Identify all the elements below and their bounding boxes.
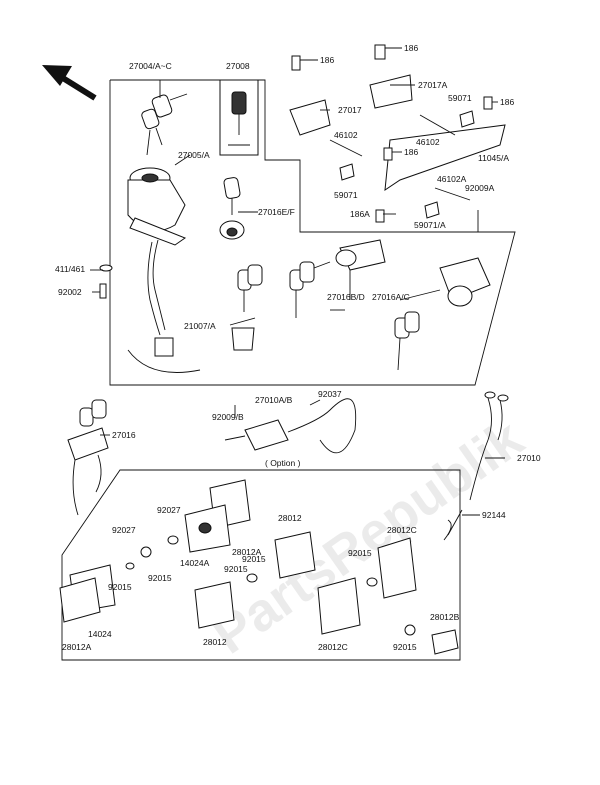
lock-27016ac — [394, 257, 491, 371]
label-92009A: 92009A — [465, 183, 495, 193]
key-card-27008 — [219, 79, 259, 156]
label-28012A-2: 28012A — [62, 642, 92, 652]
switch-27010ab — [224, 398, 357, 454]
part-labels: 27004/A~C 27008 27005/A 27016E/F 411/461… — [55, 43, 541, 652]
label-27016ef: 27016E/F — [258, 207, 295, 217]
label-46102-1: 46102 — [334, 130, 358, 140]
label-92015-2: 92015 — [108, 582, 132, 592]
label-27017a: 27017A — [418, 80, 448, 90]
label-186A: 186A — [350, 209, 370, 219]
watermark: PartsRepublik — [202, 408, 535, 666]
label-92015-5: 92015 — [348, 548, 372, 558]
reflector-28012 — [194, 531, 316, 629]
label-92015-3: 92015 — [242, 554, 266, 564]
label-92015-4: 92015 — [224, 564, 248, 574]
label-186-2: 186 — [404, 43, 418, 53]
label-27004: 27004/A~C — [129, 61, 172, 71]
label-92009b: 92009/B — [212, 412, 244, 422]
reflector-28012b — [404, 624, 459, 655]
label-27010: 27010 — [517, 453, 541, 463]
label-92144: 92144 — [482, 510, 506, 520]
lock-27016bd — [335, 239, 386, 271]
label-27008: 27008 — [226, 61, 250, 71]
label-option: ( Option ) — [265, 458, 301, 468]
label-28012C-1: 28012C — [387, 525, 417, 535]
leader-lines — [90, 47, 505, 516]
label-14024: 14024 — [88, 629, 112, 639]
label-27017: 27017 — [338, 105, 362, 115]
label-46102-2: 46102 — [416, 137, 440, 147]
ignition-switch-27005 — [127, 167, 201, 373]
label-59071A: 59071/A — [414, 220, 446, 230]
label-28012B: 28012B — [430, 612, 460, 622]
switch-27010 — [443, 391, 509, 541]
label-27016ac: 27016A/C — [372, 292, 410, 302]
label-28012A-1: 28012A — [232, 547, 262, 557]
label-27010ab: 27010A/B — [255, 395, 293, 405]
label-411: 411/461 — [55, 264, 85, 274]
label-21007: 21007/A — [184, 321, 216, 331]
label-92037: 92037 — [318, 389, 342, 399]
group-frame-option — [61, 469, 461, 661]
label-186-1: 186 — [320, 55, 334, 65]
label-27005: 27005/A — [178, 150, 210, 160]
washer-411 — [99, 264, 113, 299]
reflector-28012c — [317, 537, 417, 635]
label-92015-6: 92015 — [393, 642, 417, 652]
label-59071-1: 59071 — [448, 93, 472, 103]
reflector-28012a-top — [184, 479, 251, 553]
label-92027-1: 92027 — [112, 525, 136, 535]
label-186-4: 186 — [404, 147, 418, 157]
label-28012-2: 28012 — [203, 637, 227, 647]
reflector-28012a-left — [59, 564, 116, 623]
nuts-92015 — [125, 535, 378, 587]
label-27016: 27016 — [112, 430, 136, 440]
label-92027-2: 92027 — [157, 505, 181, 515]
label-28012-1: 28012 — [278, 513, 302, 523]
label-46102A: 46102A — [437, 174, 467, 184]
label-28012C-2: 28012C — [318, 642, 348, 652]
key-27016ef — [219, 177, 245, 240]
keys-27016bd — [289, 261, 331, 318]
label-27016bd: 27016B/D — [327, 292, 365, 302]
label-59071-2: 59071 — [334, 190, 358, 200]
group-frame-upper — [109, 79, 516, 386]
label-92002: 92002 — [58, 287, 82, 297]
label-11045: 11045/A — [478, 153, 509, 163]
key-set-27004 — [141, 93, 188, 156]
label-14024A: 14024A — [180, 558, 210, 568]
label-92015-1: 92015 — [148, 573, 172, 583]
key-fob-27016 — [67, 399, 109, 516]
keys-21007 — [231, 264, 263, 351]
bracket-assembly — [289, 74, 506, 219]
front-arrow-icon — [42, 65, 97, 101]
label-186-3: 186 — [500, 97, 514, 107]
bolts-186 — [291, 44, 493, 223]
